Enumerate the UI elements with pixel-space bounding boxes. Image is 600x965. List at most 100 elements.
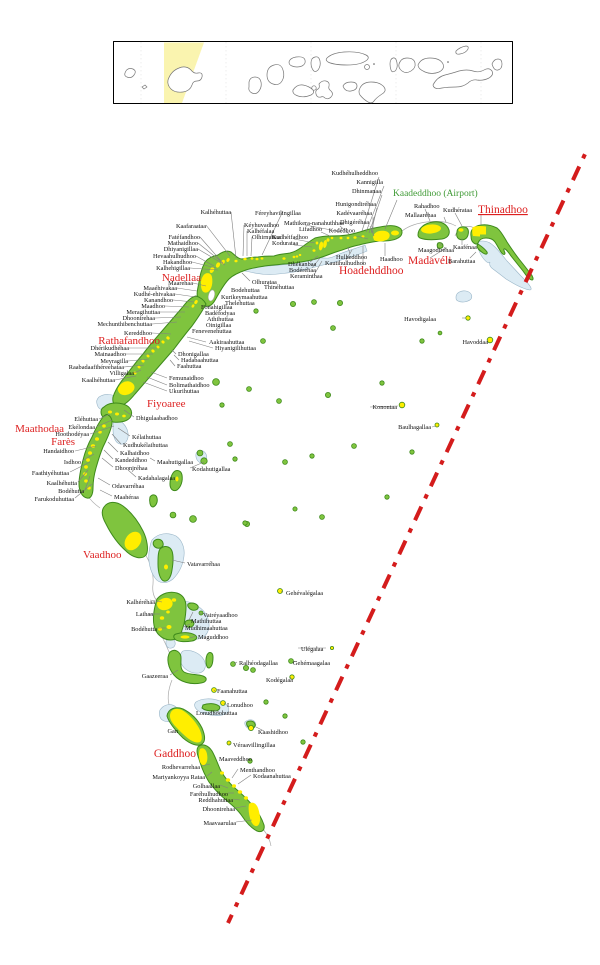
svg-text:Nadellaa: Nadellaa bbox=[162, 272, 201, 284]
svg-text:Kaadeddhoo (Airport): Kaadeddhoo (Airport) bbox=[393, 188, 478, 199]
svg-text:Fonahigillaa: Fonahigillaa bbox=[201, 304, 233, 311]
svg-text:Hadabaahuttaa: Hadabaahuttaa bbox=[181, 357, 219, 364]
svg-text:Madavéli: Madavéli bbox=[408, 255, 451, 267]
svg-text:Dhiyanigillaa: Dhiyanigillaa bbox=[164, 246, 198, 253]
svg-text:Kadévaaréhaa: Kadévaaréhaa bbox=[336, 210, 372, 217]
svg-text:Gehévalégalaa: Gehévalégalaa bbox=[286, 590, 323, 597]
svg-text:Hunigondiréhaa: Hunigondiréhaa bbox=[335, 201, 376, 208]
svg-text:Menthandhoo: Menthandhoo bbox=[240, 767, 275, 774]
svg-text:Rahadhoo: Rahadhoo bbox=[414, 203, 440, 210]
svg-text:Vatavarréhaa: Vatavarréhaa bbox=[187, 561, 220, 568]
svg-text:Faahuttaa: Faahuttaa bbox=[177, 363, 202, 370]
svg-text:Kalhéhuttaa: Kalhéhuttaa bbox=[201, 209, 232, 216]
svg-text:Mallaaréhaa: Mallaaréhaa bbox=[405, 212, 436, 219]
svg-text:Handaidhoo: Handaidhoo bbox=[43, 448, 74, 455]
svg-text:Kudhé-ehivakaa: Kudhé-ehivakaa bbox=[134, 291, 175, 298]
svg-text:Thelehuttaa: Thelehuttaa bbox=[225, 300, 255, 307]
svg-text:Gehémaagalaa: Gehémaagalaa bbox=[293, 660, 330, 667]
svg-text:Mariyankoyya Rataa: Mariyankoyya Rataa bbox=[152, 774, 205, 781]
svg-text:Kudhérataa: Kudhérataa bbox=[443, 207, 472, 214]
svg-text:Dhoonjréhaa: Dhoonjréhaa bbox=[115, 465, 148, 472]
svg-text:Dhékanbaa: Dhékanbaa bbox=[288, 261, 317, 268]
svg-text:Havodigalaa: Havodigalaa bbox=[404, 316, 436, 323]
svg-text:Kalhéréhaa: Kalhéréhaa bbox=[126, 599, 155, 606]
svg-text:Ukurihuttaa: Ukurihuttaa bbox=[169, 388, 199, 395]
svg-text:Faanahuttaa: Faanahuttaa bbox=[217, 688, 248, 695]
svg-text:Meyragilla: Meyragilla bbox=[100, 358, 128, 365]
svg-text:Mathikera-nanahuthhaa: Mathikera-nanahuthhaa bbox=[284, 220, 344, 227]
svg-text:Kaalhéhutta: Kaalhéhutta bbox=[47, 480, 78, 487]
svg-text:Faréhulhudhoo: Faréhulhudhoo bbox=[190, 791, 228, 798]
svg-text:Maahéraa: Maahéraa bbox=[114, 494, 139, 501]
svg-text:Vaadhoo: Vaadhoo bbox=[83, 549, 122, 561]
svg-text:Bodéhutta: Bodéhutta bbox=[131, 626, 157, 633]
svg-text:Ralhéodagallaa: Ralhéodagallaa bbox=[239, 660, 278, 667]
svg-text:Gaazeeraa: Gaazeeraa bbox=[142, 673, 168, 680]
svg-text:Kaafaraataa: Kaafaraataa bbox=[176, 223, 206, 230]
svg-text:Hulheddhoo: Hulheddhoo bbox=[336, 254, 367, 261]
svg-text:Kodurataa: Kodurataa bbox=[272, 240, 298, 247]
svg-text:Dhoonirehaa: Dhoonirehaa bbox=[122, 315, 155, 322]
svg-text:Oinigillaa: Oinigillaa bbox=[206, 322, 231, 329]
svg-text:Odavarréhaa: Odavarréhaa bbox=[112, 483, 144, 490]
svg-text:Mathihuttaa: Mathihuttaa bbox=[191, 618, 222, 625]
svg-text:Kodégalaa: Kodégalaa bbox=[266, 677, 293, 684]
svg-text:Maadhoo: Maadhoo bbox=[141, 303, 165, 310]
svg-text:Kalhehigillaa: Kalhehigillaa bbox=[156, 265, 190, 272]
svg-text:Ekélondaa: Ekélondaa bbox=[68, 424, 95, 431]
svg-text:Keraminthaa: Keraminthaa bbox=[290, 273, 323, 280]
svg-text:Mechunthibenchuttaa: Mechunthibenchuttaa bbox=[97, 321, 152, 328]
svg-text:Féreyhavilingillaa: Féreyhavilingillaa bbox=[255, 210, 301, 217]
svg-text:Femunaidhoo: Femunaidhoo bbox=[169, 375, 204, 382]
svg-text:Mainaadhoo: Mainaadhoo bbox=[95, 351, 126, 358]
svg-text:Kaalhéhuttaa: Kaalhéhuttaa bbox=[82, 377, 115, 384]
svg-text:Fiyoaree: Fiyoaree bbox=[147, 398, 186, 410]
svg-text:Lifadhoo: Lifadhoo bbox=[299, 226, 322, 233]
svg-text:Dhigéréhaa: Dhigéréhaa bbox=[340, 219, 369, 226]
svg-text:Konontaa: Konontaa bbox=[373, 404, 398, 411]
svg-text:Kudhéhulheddhoo: Kudhéhulheddhoo bbox=[331, 170, 378, 177]
svg-text:Kalhéfalaa: Kalhéfalaa bbox=[247, 228, 274, 235]
svg-text:Thinadhoo: Thinadhoo bbox=[478, 204, 528, 216]
svg-text:Dhoonirehaa: Dhoonirehaa bbox=[202, 806, 235, 813]
svg-text:Aakiraahuttaa: Aakiraahuttaa bbox=[209, 339, 245, 346]
svg-text:Hevaahulhudhoo: Hevaahulhudhoo bbox=[153, 253, 196, 260]
svg-text:Dhigulaabadhoo: Dhigulaabadhoo bbox=[136, 415, 178, 422]
svg-text:Bodéréhaa: Bodéréhaa bbox=[289, 267, 316, 274]
svg-text:Maguddhoo: Maguddhoo bbox=[198, 634, 228, 641]
svg-text:Bodehuttaa: Bodehuttaa bbox=[231, 287, 260, 294]
svg-text:Lonudhoohuttaa: Lonudhoohuttaa bbox=[196, 710, 237, 717]
svg-text:Maarehaa: Maarehaa bbox=[168, 280, 193, 287]
svg-text:Kodahutigallaa: Kodahutigallaa bbox=[192, 466, 231, 473]
svg-text:Farès: Farès bbox=[51, 436, 75, 448]
svg-text:Vairéyaadhoo: Vairéyaadhoo bbox=[203, 612, 238, 619]
svg-text:Bolimathaidhoo: Bolimathaidhoo bbox=[169, 382, 210, 389]
svg-text:Hiyanigilihuttaa: Hiyanigilihuttaa bbox=[215, 345, 256, 352]
svg-text:Maahutigallaa: Maahutigallaa bbox=[157, 459, 193, 466]
svg-text:Lonudhoo: Lonudhoo bbox=[227, 702, 253, 709]
svg-text:Maathodaa: Maathodaa bbox=[15, 423, 64, 435]
svg-text:Kaashidhoo: Kaashidhoo bbox=[258, 729, 288, 736]
svg-text:Villigalaa: Villigalaa bbox=[110, 370, 135, 377]
svg-text:Olhirnuttaa: Olhirnuttaa bbox=[252, 234, 281, 241]
svg-text:Rodhevarrehaa: Rodhevarrehaa bbox=[162, 764, 200, 771]
svg-text:Bodéhutta: Bodéhutta bbox=[58, 488, 84, 495]
svg-text:Faathiyéhuttaa: Faathiyéhuttaa bbox=[32, 470, 69, 477]
svg-text:Kudhukélaihuttaa: Kudhukélaihuttaa bbox=[123, 442, 168, 449]
svg-text:Rathafandhoo: Rathafandhoo bbox=[98, 335, 160, 347]
svg-text:Kodédhoo: Kodédhoo bbox=[329, 228, 355, 235]
svg-text:Véraavillingillaa: Véraavillingillaa bbox=[233, 742, 276, 749]
svg-text:Kannigilla: Kannigilla bbox=[356, 179, 383, 186]
svg-text:Dhérikudhéhaa: Dhérikudhéhaa bbox=[91, 345, 130, 352]
svg-text:Kodaanahuttaa: Kodaanahuttaa bbox=[253, 773, 291, 780]
svg-text:Ulégalaa: Ulégalaa bbox=[301, 646, 324, 653]
svg-text:Fenevenehuttaa: Fenevenehuttaa bbox=[192, 328, 232, 335]
svg-text:Kélaihuttaa: Kélaihuttaa bbox=[132, 434, 161, 441]
svg-text:Gaddhoo: Gaddhoo bbox=[154, 748, 196, 760]
svg-text:Kanandhoo: Kanandhoo bbox=[144, 297, 173, 304]
svg-text:Kautihulhudhoo: Kautihulhudhoo bbox=[325, 260, 366, 267]
svg-text:Thinéhuttaa: Thinéhuttaa bbox=[264, 284, 294, 291]
svg-text:Laihaa: Laihaa bbox=[136, 611, 153, 618]
svg-text:Kudhéifadhoo: Kudhéifadhoo bbox=[272, 234, 308, 241]
svg-text:Olhurataa: Olhurataa bbox=[252, 279, 277, 286]
